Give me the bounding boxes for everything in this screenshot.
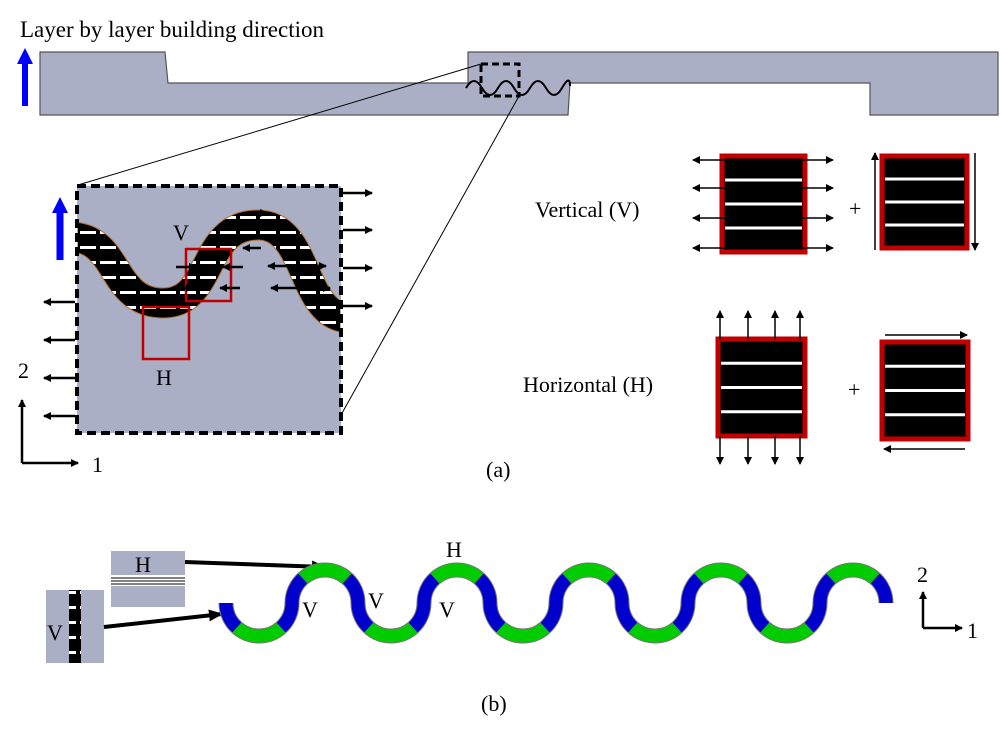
horizontal-normal-element (715, 336, 808, 439)
wave-segment-h (694, 563, 748, 584)
wave-segment-v (804, 602, 827, 633)
load-arrows-icon (43, 189, 373, 420)
plus-sign: + (848, 377, 860, 402)
wave-segment-h (826, 563, 880, 584)
wave-label-h: H (446, 537, 462, 562)
wave-label-v: V (302, 597, 318, 622)
axis-label-1: 1 (92, 452, 103, 477)
wave-segment-v (474, 573, 497, 604)
axis-label-1: 1 (967, 618, 978, 643)
wave-segment-v (276, 602, 299, 633)
inset-v-label: V (173, 220, 189, 245)
wave-segment-v (483, 602, 506, 633)
striped-strand (78, 210, 340, 332)
wave-segment-h (562, 563, 616, 584)
wave-segment-v (351, 602, 374, 633)
h-region-box (141, 305, 191, 361)
h-sample-icon (111, 551, 185, 607)
wave-segment-v (540, 602, 563, 633)
zoom-line (77, 63, 482, 186)
caption-a: (a) (486, 457, 510, 482)
axes-icon (919, 591, 963, 632)
wave-segment-v (747, 602, 770, 633)
serpentine-wave (218, 562, 894, 644)
wave-segment-h (430, 563, 484, 584)
axis-label-2: 2 (18, 358, 29, 383)
pointer-arrow (184, 560, 326, 573)
wave-segment-v (549, 573, 572, 604)
plus-sign: + (849, 196, 861, 221)
zoom-inset (75, 184, 343, 435)
vertical-shear-element (879, 153, 970, 251)
wavy-feature (465, 79, 571, 96)
wave-segment-h (496, 622, 550, 643)
title: Layer by layer building direction (20, 17, 325, 42)
wave-segment-v (417, 573, 440, 604)
horizontal-label: Horizontal (H) (523, 372, 653, 397)
wave-segment-v (672, 602, 695, 633)
caption-b: (b) (481, 691, 507, 716)
vertical-normal-element (719, 153, 808, 255)
wave-segment-v (681, 573, 704, 604)
wave-segment-v (738, 573, 761, 604)
inset-blue-arrow-icon (52, 197, 68, 260)
v-sample-icon (46, 590, 104, 663)
wave-segment-v (615, 602, 638, 633)
wave-segment-h (628, 622, 682, 643)
wave-label-v: V (368, 588, 384, 613)
wave-segment-h (298, 563, 352, 584)
horizontal-shear-element (879, 339, 971, 442)
v-sample-label: V (47, 620, 63, 645)
zoom-region-box (479, 62, 521, 98)
wave-segment-v (219, 602, 242, 633)
pointer-arrow (103, 609, 223, 629)
h-sample-label: H (135, 552, 151, 577)
v-region-box (184, 247, 233, 303)
wave-segment-h (760, 622, 814, 643)
wave-segment-v (813, 573, 836, 604)
wave-segment-v (342, 573, 365, 604)
wave-segment-v (408, 602, 431, 633)
wave-segment-h (232, 622, 286, 643)
wave-segment-v (870, 573, 893, 604)
zoom-line (340, 95, 520, 416)
wave-segment-v (606, 573, 629, 604)
axis-label-2: 2 (917, 562, 928, 587)
build-direction-arrow-icon (17, 48, 33, 106)
vertical-label: Vertical (V) (535, 197, 639, 222)
inset-h-label: H (156, 365, 172, 390)
wave-label-v: V (439, 597, 455, 622)
axes-icon (18, 399, 79, 467)
wave-segment-v (285, 573, 308, 604)
wave-segment-h (364, 622, 418, 643)
